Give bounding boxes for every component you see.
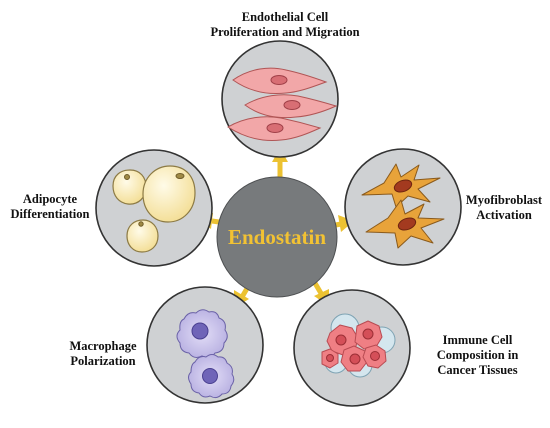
endostatin-center: Endostatin: [216, 176, 338, 298]
node-endothelial: [221, 40, 339, 158]
label-immune-line-2: Composition in: [436, 348, 519, 362]
label-macrophage: Macrophage Polarization: [53, 339, 153, 369]
label-adipocyte: Adipocyte Differentiation: [4, 192, 96, 222]
label-adipocyte-line-2: Differentiation: [10, 207, 90, 221]
label-immune-line-3: Cancer Tissues: [437, 363, 518, 377]
label-adipocyte-line-1: Adipocyte: [22, 192, 78, 206]
node-adipocyte: [95, 149, 213, 267]
adipocyte-cells-icon: [112, 165, 196, 253]
label-endothelial-line-2: Proliferation and Migration: [210, 25, 360, 39]
center-label: Endostatin: [228, 225, 326, 249]
center-circle: [216, 176, 338, 298]
label-myofibroblast-line-2: Activation: [476, 208, 532, 222]
label-immune: Immune Cell Composition in Cancer Tissue…: [420, 333, 535, 378]
label-immune-line-1: Immune Cell: [442, 333, 513, 347]
label-macrophage-line-2: Polarization: [70, 354, 136, 368]
immune-cells-icon: [321, 313, 396, 378]
node-myofibroblast: [344, 148, 462, 266]
myofibroblast-cells-icon: [361, 163, 445, 249]
label-macrophage-line-1: Macrophage: [69, 339, 137, 353]
macrophage-cells-icon: [176, 309, 235, 399]
endothelial-cells-icon: [227, 67, 338, 141]
label-endothelial: Endothelial Cell Proliferation and Migra…: [185, 10, 385, 40]
label-endothelial-line-1: Endothelial Cell: [241, 10, 329, 24]
label-myofibroblast-line-1: Myofibroblast: [465, 193, 543, 207]
node-immune: [293, 289, 411, 407]
label-myofibroblast: Myofibroblast Activation: [460, 193, 548, 223]
node-macrophage: [146, 286, 264, 404]
